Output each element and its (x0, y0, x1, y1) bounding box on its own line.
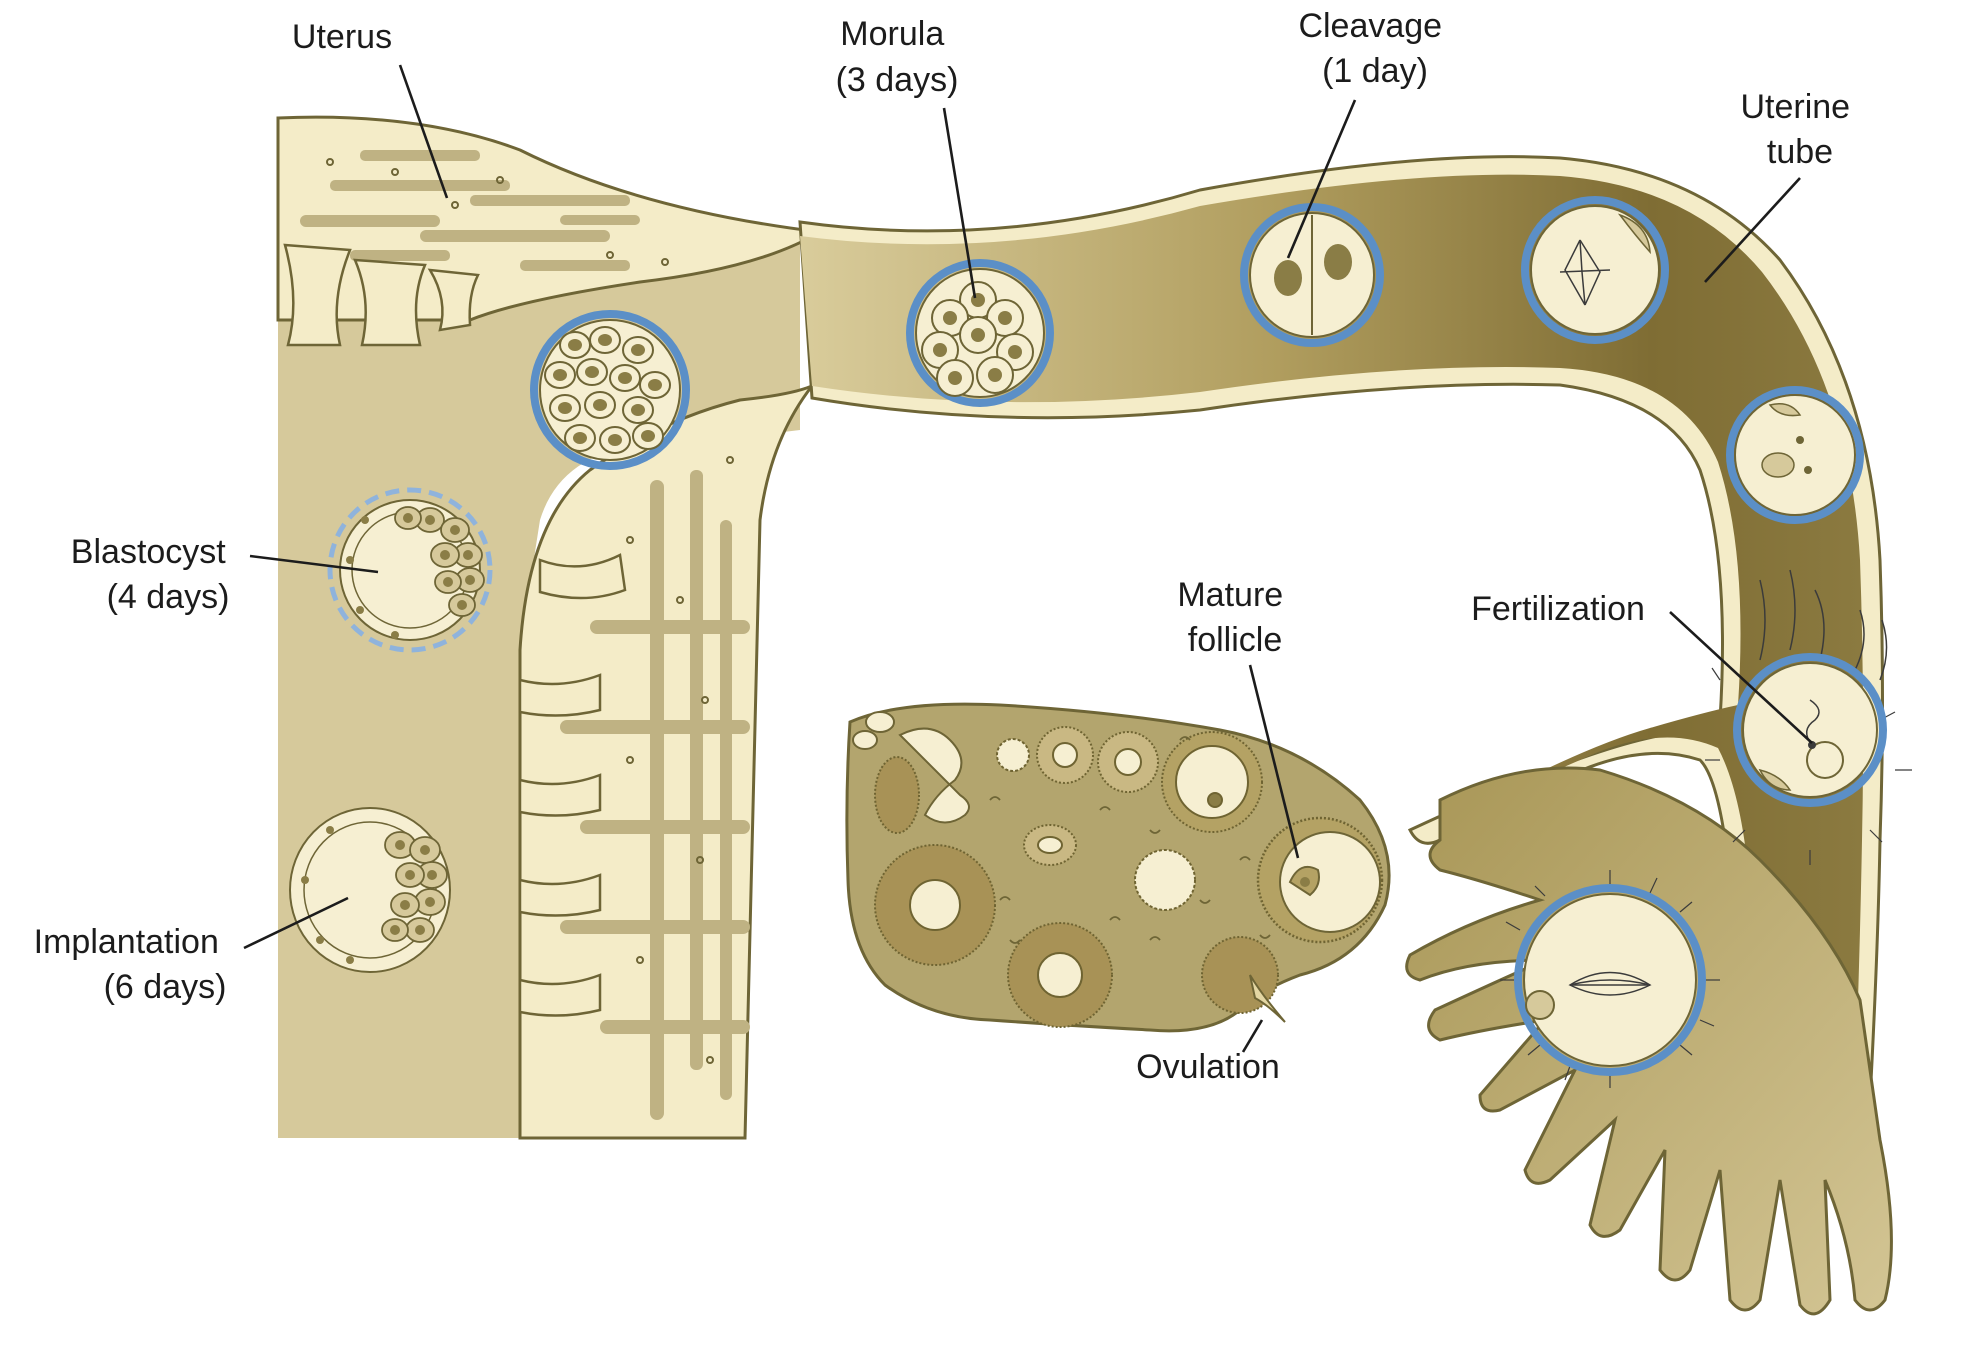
uterine-glands-lateral (560, 470, 750, 1120)
leader-uterus (398, 64, 449, 199)
leader-mature-follicle (1248, 664, 1300, 859)
leader-uterine-tube (1704, 177, 1801, 283)
label-mature-follicle: Mature follicle (1177, 576, 1292, 659)
first-mitosis (1521, 196, 1669, 344)
sperm-tails (1759, 569, 1888, 681)
label-fertilization: Fertilization (1471, 590, 1645, 628)
tube-lumen (800, 174, 1864, 1090)
mature-follicle (1256, 816, 1384, 944)
leader-implantation (243, 896, 349, 950)
endometrium-dots (326, 158, 734, 1064)
cleavage-two-cell (1240, 203, 1384, 347)
ovulation-release (1249, 974, 1286, 1023)
implanting-blastocyst (289, 807, 451, 973)
leader-cleavage (1286, 99, 1357, 259)
leader-ovulation (1241, 1019, 1264, 1053)
uterine-glands-upper (300, 150, 640, 271)
label-uterus: Uterus (292, 18, 392, 56)
label-ovulation: Ovulation (1136, 1048, 1280, 1086)
meiotic-spindle (1568, 971, 1652, 996)
label-uterine-tube: Uterine tube (1740, 88, 1859, 171)
ovary-stroma-marks (989, 736, 1271, 944)
leader-fertilization (1669, 611, 1813, 744)
corpus-albicans (852, 711, 970, 824)
lateral-crypts (518, 553, 627, 1017)
leader-lines (243, 64, 1813, 1053)
oocyte-in-fimbriae (1500, 870, 1720, 1088)
morula-nuclei (933, 293, 1022, 385)
leader-morula (942, 107, 977, 299)
label-blastocyst: Blastocyst (4 days) (71, 533, 235, 616)
uterine-tube (798, 155, 1884, 1102)
growing-follicle (1134, 849, 1196, 911)
uterus-wall (276, 115, 825, 1140)
leader-blastocyst (249, 554, 379, 574)
label-cleavage: Cleavage (1 day) (1298, 7, 1451, 90)
primary-follicle (996, 738, 1030, 772)
corona-radiata (1500, 870, 1720, 1088)
morula (906, 259, 1054, 407)
late-morula (530, 310, 690, 470)
fertilization-zygote (1705, 569, 1912, 865)
morula-cells (921, 281, 1034, 397)
labels: Uterus Morula (3 days) Cleavage (1 day) … (34, 7, 1859, 1086)
uterine-crypts (283, 243, 480, 347)
blastocyst (327, 487, 493, 653)
mitotic-spindle (1559, 239, 1611, 306)
corona-radiata (1705, 667, 1912, 865)
label-implantation: Implantation (6 days) (34, 923, 229, 1006)
follicles (874, 726, 1279, 1028)
ovary (845, 702, 1391, 1033)
pronuclei-stage (1726, 386, 1864, 524)
label-morula: Morula (3 days) (836, 15, 959, 99)
inner-cell-mass (394, 506, 485, 617)
